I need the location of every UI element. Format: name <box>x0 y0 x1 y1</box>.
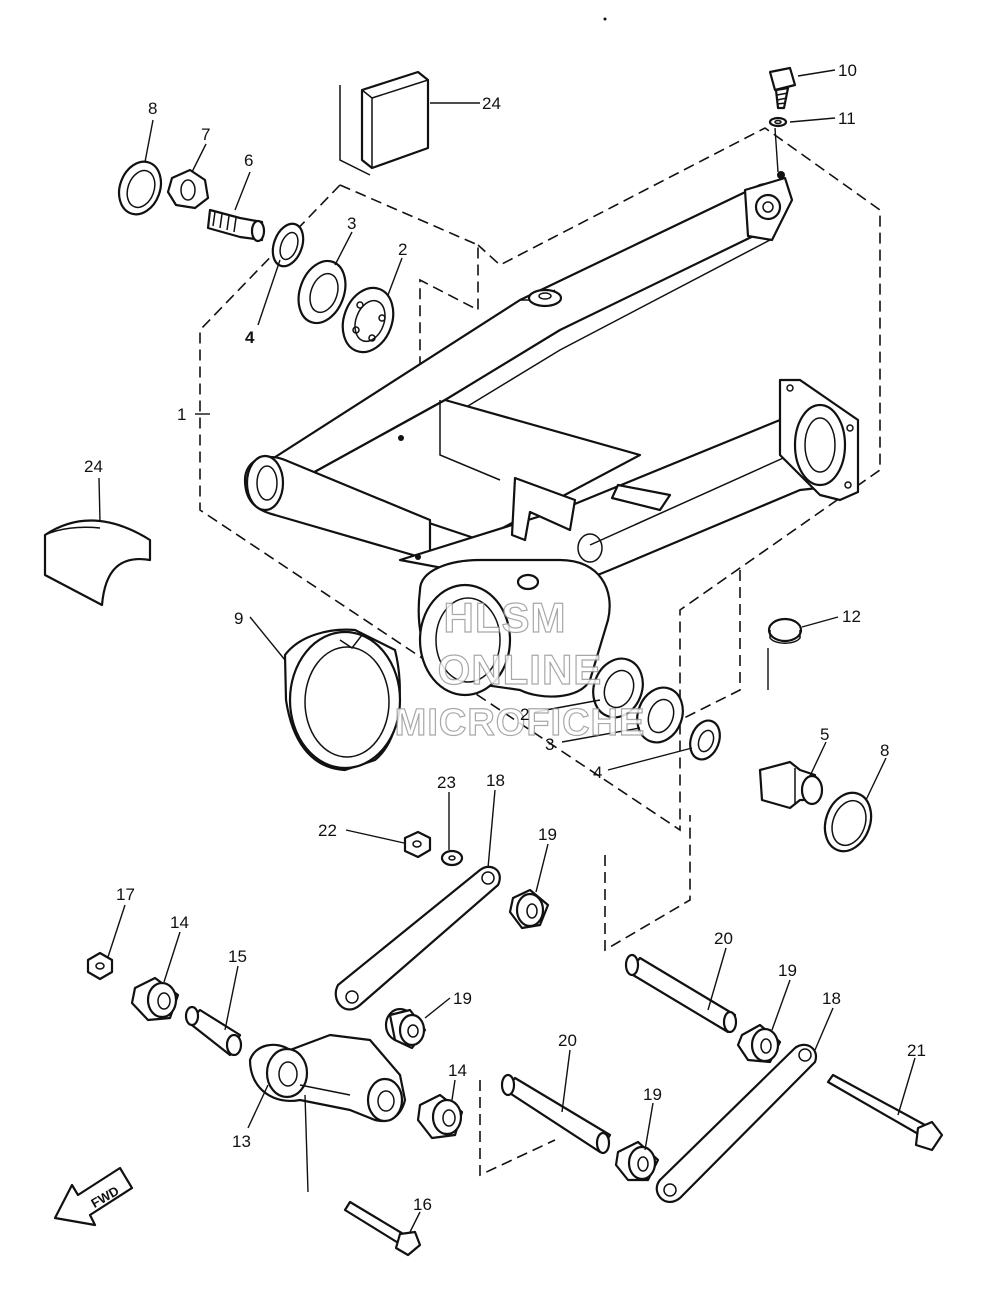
callout-22: 22 <box>318 821 337 840</box>
protector-guard-left <box>43 519 152 607</box>
callout-4-left: 4 <box>245 328 255 347</box>
watermark: HLSM ONLINE MICROFICHE <box>394 593 646 744</box>
forward-direction-arrow: FWD <box>53 1166 134 1227</box>
callout-4-right: 4 <box>593 763 602 782</box>
callout-2-left: 2 <box>398 240 407 259</box>
callout-19-bottom: 19 <box>643 1085 662 1104</box>
callout-14-right: 14 <box>448 1061 467 1080</box>
callout-3-left: 3 <box>347 214 356 233</box>
relay-arm-assembly <box>86 951 944 1257</box>
callout-14-left: 14 <box>170 913 189 932</box>
callout-24-left: 24 <box>84 457 103 476</box>
callout-19-mid: 19 <box>453 989 472 1008</box>
swingarm-frame <box>243 17 860 698</box>
callout-23: 23 <box>437 773 456 792</box>
collars-and-spacers <box>384 888 782 1182</box>
nut-and-washer-22-23 <box>403 830 464 867</box>
leader-lines <box>98 69 916 1233</box>
callout-18-top: 18 <box>486 771 505 790</box>
callout-9: 9 <box>234 609 243 628</box>
callout-24-top: 24 <box>482 94 501 113</box>
callout-6: 6 <box>244 151 253 170</box>
bearings-right <box>592 657 721 761</box>
callout-8-top: 8 <box>148 99 157 118</box>
watermark-line-3: MICROFICHE <box>395 702 646 744</box>
callout-10: 10 <box>838 61 857 80</box>
watermark-line-1: HLSM <box>444 594 567 641</box>
callout-2-right: 2 <box>520 705 529 724</box>
callout-19-right: 19 <box>778 961 797 980</box>
bearings-left <box>271 222 395 354</box>
callout-19-top: 19 <box>538 825 557 844</box>
callout-13: 13 <box>232 1132 251 1151</box>
rubber-boot <box>283 628 402 772</box>
pivot-parts-right <box>758 617 873 853</box>
bolt-and-washer-top <box>768 66 797 128</box>
callout-15: 15 <box>228 947 247 966</box>
callout-5: 5 <box>820 725 829 744</box>
callout-17: 17 <box>116 885 135 904</box>
connecting-rods <box>334 865 818 1204</box>
callout-7: 7 <box>201 125 210 144</box>
callout-20-right: 20 <box>714 929 733 948</box>
callout-8-right: 8 <box>880 741 889 760</box>
protector-pad-top <box>339 70 430 176</box>
callout-1: 1 <box>177 405 186 424</box>
assembly-boundary-lines <box>199 127 881 1177</box>
callout-20-bottom: 20 <box>558 1031 577 1050</box>
callout-labels: 8 7 6 3 2 4 1 24 24 10 11 9 12 2 3 4 5 8… <box>84 61 926 1214</box>
callout-11: 11 <box>838 109 856 128</box>
callout-18-bottom: 18 <box>822 989 841 1008</box>
callout-16: 16 <box>413 1195 432 1214</box>
callout-21: 21 <box>907 1041 926 1060</box>
pivot-parts-left <box>117 160 266 243</box>
callout-12: 12 <box>842 607 861 626</box>
watermark-line-2: ONLINE <box>438 646 603 693</box>
callout-3-right: 3 <box>545 735 554 754</box>
